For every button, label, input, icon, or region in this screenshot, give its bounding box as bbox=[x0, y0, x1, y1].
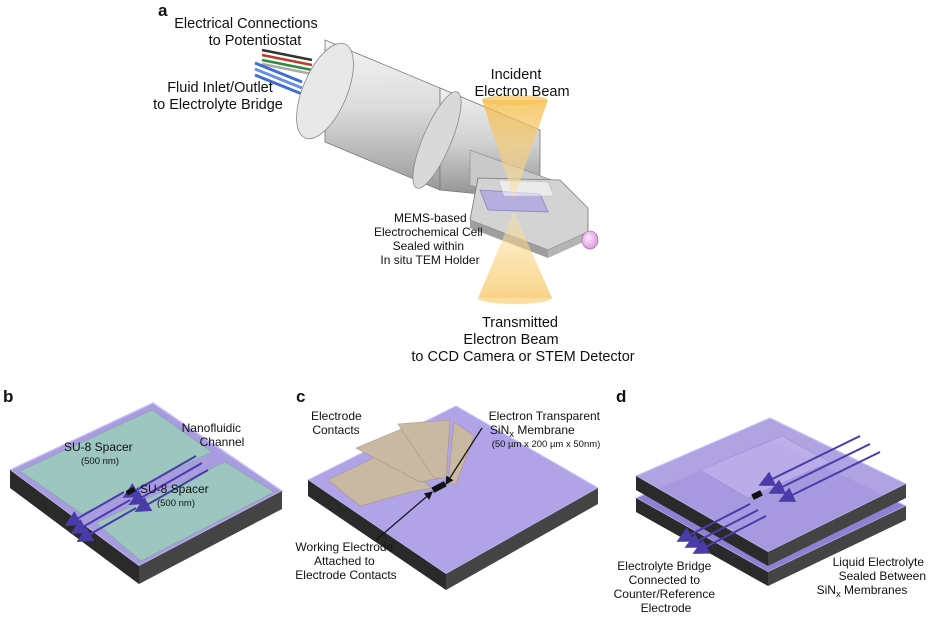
membrane-window-b bbox=[125, 486, 136, 496]
label-electrode-contacts: Electrode Contacts bbox=[311, 409, 365, 437]
membrane-window-d bbox=[751, 490, 763, 500]
label-working-electrode: Working Electrode Attached to Electrode … bbox=[295, 540, 396, 582]
label-spacer-top: SU-8 Spacer (500 nm) bbox=[64, 440, 136, 467]
electrode-contacts bbox=[327, 419, 475, 507]
nanofluidic-arrows bbox=[64, 455, 209, 542]
chip-d-bottom-side-right bbox=[768, 506, 906, 586]
electrical-wires bbox=[261, 48, 313, 76]
label-incident-beam: Incident Electron Beam bbox=[474, 67, 569, 100]
su8-spacer-top bbox=[19, 409, 213, 515]
incident-beam bbox=[482, 100, 548, 198]
holder-tip bbox=[469, 177, 599, 258]
chip-c-side-right bbox=[446, 488, 598, 590]
label-mems-cell: MEMS-based Electrochemical Cell Sealed w… bbox=[374, 211, 486, 267]
label-fluid-inlet: Fluid Inlet/Outlet to Electrolyte Bridge bbox=[153, 80, 283, 113]
membrane-pointer bbox=[445, 427, 483, 486]
label-electrolyte-bridge: Electrolyte Bridge Connected to Counter/… bbox=[614, 559, 719, 615]
panel-letter-c: c bbox=[296, 387, 305, 406]
label-transmitted-beam: Transmitted Electron Beam to CCD Camera … bbox=[411, 315, 634, 365]
chip-d-top-side-right bbox=[768, 484, 906, 566]
holder-tip-cap bbox=[581, 230, 599, 250]
chip-b-side-right bbox=[139, 491, 282, 584]
chip-d-top-side-left bbox=[636, 476, 768, 566]
working-electrode-pointer bbox=[375, 491, 433, 541]
membrane-window-c bbox=[431, 481, 447, 493]
label-spacer-bottom: SU-8 Spacer (500 nm) bbox=[140, 482, 212, 509]
su8-spacer-bottom bbox=[95, 461, 275, 562]
panel-letter-d: d bbox=[616, 387, 626, 406]
label-membrane: Electron Transparent SiNx Membrane (50 µ… bbox=[489, 409, 604, 450]
label-nanofluidic-channel: Nanofluidic Channel bbox=[182, 421, 245, 449]
panel-c: c Electrode Contacts Electron Transparen… bbox=[295, 387, 604, 590]
transmitted-beam bbox=[478, 212, 552, 298]
panel-letter-b: b bbox=[3, 387, 13, 406]
chip-c-side-left bbox=[308, 480, 446, 590]
panel-b: b SU-8 Spacer (500 nm) SU-8 Spacer (500 … bbox=[3, 387, 284, 584]
label-electrical-connections: Electrical Connections to Potentiostat bbox=[174, 16, 322, 49]
fluid-tubes bbox=[254, 61, 303, 96]
label-liquid-electrolyte: Liquid Electrolyte Sealed Between SiNx M… bbox=[817, 555, 930, 600]
panel-letter-a: a bbox=[158, 1, 168, 20]
panel-a: a bbox=[153, 1, 635, 365]
electrolyte-arrows bbox=[676, 435, 881, 554]
panel-d: d Electrolyte Bridge Connected to Counte… bbox=[614, 387, 930, 615]
